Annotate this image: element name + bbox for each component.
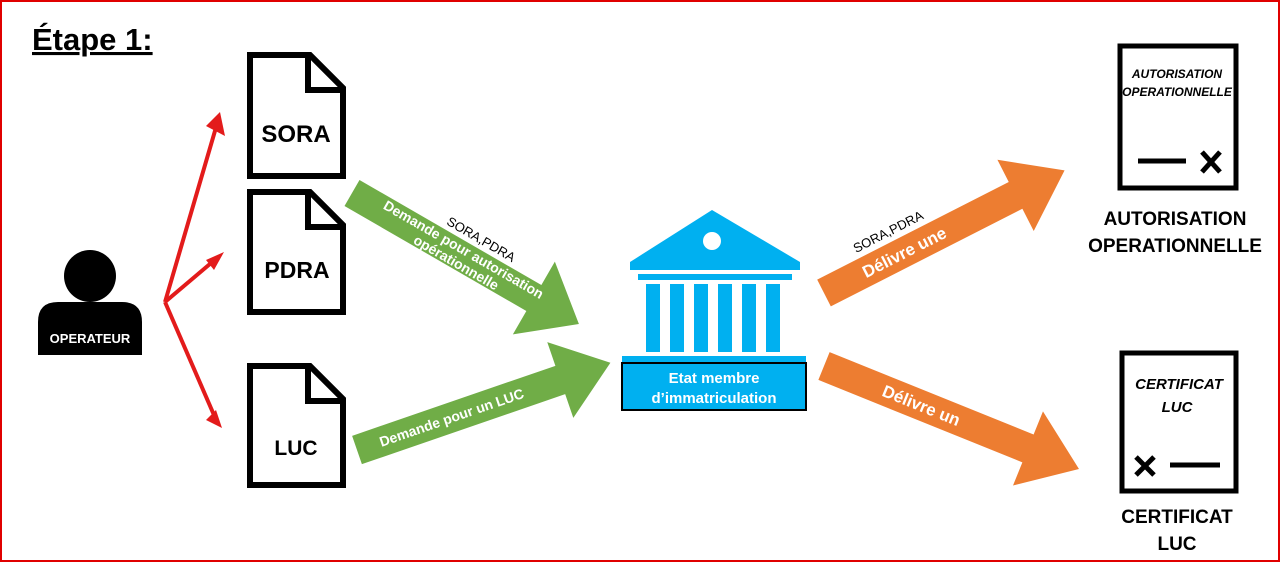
branch-arrow-sora [163,123,219,303]
pdra-document-label: PDRA [264,257,329,283]
certificate-document-title-line2: LUC [1162,399,1194,416]
branch-arrow-pdra [163,256,219,304]
close-x-icon [1134,455,1156,477]
sora-document-icon [247,52,346,179]
authority-label-line2: d’immatriculation [651,390,776,407]
authorization-document-icon [1117,43,1239,191]
authority-label-line1: Etat membre [669,370,760,387]
authorization-caption-line1: AUTORISATION [1104,209,1247,230]
request-authorization-arrow [344,180,579,335]
operator-label: OPERATEUR [50,331,131,346]
operator-icon [38,250,142,355]
deliver-authorization-arrow [817,159,1065,307]
request-luc-arrow [352,342,611,465]
building-emblem [703,232,721,250]
branch-arrows [163,123,219,423]
branch-arrowhead-pdra [206,252,224,270]
certificate-document-title-line1: CERTIFICAT [1135,376,1225,393]
branch-arrowhead-luc [206,410,222,428]
authorization-caption-line2: OPERATIONNELLE [1088,236,1262,257]
branch-arrowhead-sora [206,112,225,136]
luc-document-label: LUC [274,437,317,460]
authorization-document-title-line1: AUTORISATION [1131,67,1223,81]
authorization-document-title-line2: OPERATIONNELLE [1122,85,1233,99]
sora-document-label: SORA [261,121,330,148]
deliver-certificate-arrow [818,352,1079,486]
request-authorization-label-line1: Demande pour autorisation [381,197,547,302]
certificate-caption-line1: CERTIFICAT [1121,507,1233,528]
step-title: Étape 1: [32,22,153,57]
request-luc-label: Demande pour un LUC [377,385,526,450]
pdra-document-icon [247,189,346,315]
authority-box [621,362,807,411]
certificate-caption-line2: LUC [1157,534,1196,555]
luc-document-icon [247,363,346,488]
close-x-icon [1200,150,1222,174]
branch-arrow-luc [163,301,219,423]
